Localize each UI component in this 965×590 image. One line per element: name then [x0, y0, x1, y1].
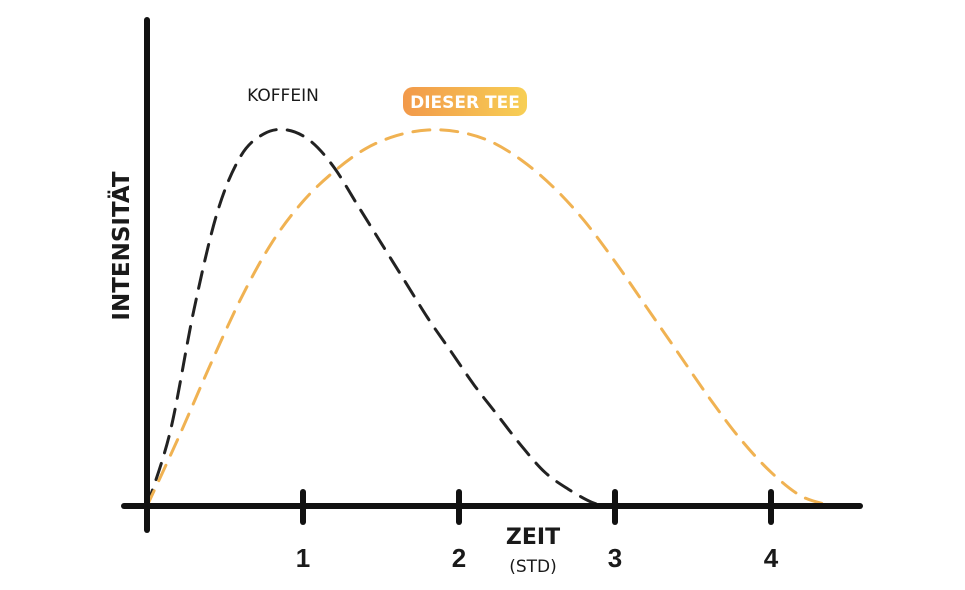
series-line-tee — [145, 128, 835, 508]
x-axis-title: ZEIT — [506, 525, 560, 550]
x-tick-label-2: 2 — [452, 543, 466, 573]
series-line-koffein — [145, 127, 609, 508]
series-label-koffein: KOFFEIN — [247, 86, 319, 106]
x-tick-label-1: 1 — [296, 543, 310, 573]
x-tick-label-3: 3 — [608, 543, 622, 573]
tee-badge-background — [403, 87, 527, 116]
x-axis-ticks: 1 2 3 4 — [296, 489, 779, 573]
series-badge-tee: DIESER TEE — [403, 87, 527, 116]
x-axis-unit: (STD) — [509, 557, 557, 577]
series-label-tee: DIESER TEE — [410, 93, 520, 113]
series-curves — [145, 127, 835, 508]
y-axis-title: INTENSITÄT — [107, 171, 135, 320]
x-tick-label-4: 4 — [764, 543, 779, 573]
